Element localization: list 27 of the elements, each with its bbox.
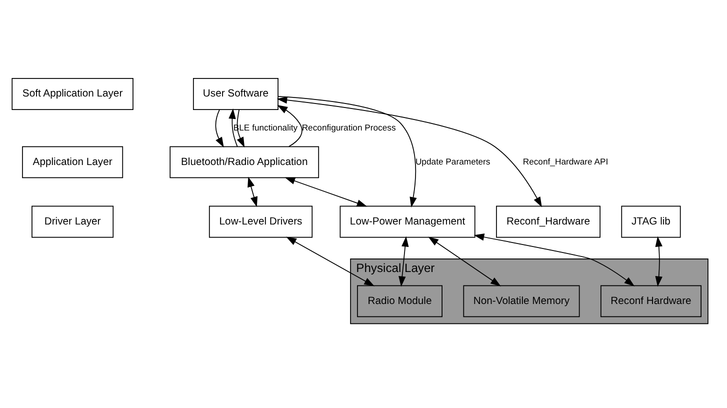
arrow [215, 108, 224, 148]
arrow [276, 96, 542, 207]
edge-label: Update Parameters [415, 156, 490, 166]
arrow [248, 176, 258, 207]
node-box: User Software [193, 78, 278, 110]
node-box: Low-Level Drivers [208, 205, 313, 238]
arrow [228, 108, 238, 146]
arrow [428, 236, 501, 286]
node-box: Reconf_Hardware [496, 205, 600, 238]
arrow [284, 176, 368, 206]
arrow [655, 236, 662, 286]
edge-label: Reconf_Hardware API [522, 156, 608, 166]
node-box: Low-Power Management [340, 205, 476, 238]
node-box: Radio Module [357, 284, 442, 317]
node-box: Driver Layer [32, 205, 114, 238]
node-box: Application Layer [22, 146, 124, 178]
node-box: JTAG lib [621, 205, 681, 238]
node-box: Non-Volatile Memory [463, 284, 580, 317]
node-box: Bluetooth/Radio Application [170, 146, 320, 178]
arrow [286, 236, 375, 286]
edge-label: Reconfiguration Process [302, 122, 396, 132]
arrow [398, 236, 409, 286]
arrow [474, 232, 635, 286]
arrow [278, 95, 417, 207]
node-box: Soft Application Layer [12, 78, 134, 110]
arrow [277, 104, 302, 146]
node-box: Reconf Hardware [600, 284, 702, 317]
